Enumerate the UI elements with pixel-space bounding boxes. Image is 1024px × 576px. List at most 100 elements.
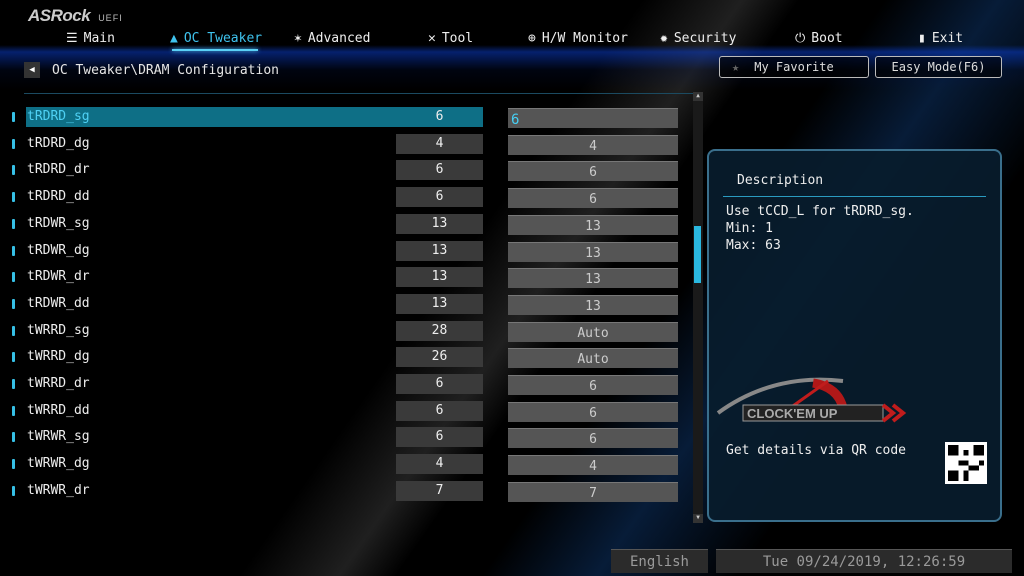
clockemup-logo: CLOCK'EM UP — [716, 377, 907, 423]
qr-code — [945, 442, 987, 484]
asrock-logo: ASRock UEFI — [28, 6, 123, 26]
row-marker — [12, 432, 15, 443]
tab-label: Advanced — [307, 31, 371, 46]
rocket-icon: ▲ — [170, 31, 178, 46]
datetime: Tue 09/24/2019, 12:26:59 — [716, 549, 1012, 573]
shield-icon: ✹ — [660, 31, 668, 46]
logo-sub: UEFI — [98, 13, 123, 23]
setting-input[interactable]: Auto — [508, 321, 678, 342]
row-marker — [12, 405, 15, 416]
setting-label: tRDRD_dg — [27, 135, 90, 151]
setting-label: tRDWR_dg — [27, 242, 90, 258]
current-value: 13 — [396, 213, 483, 234]
tab-boot[interactable]: ⏻Boot — [795, 31, 843, 46]
setting-label: tRDRD_dd — [27, 189, 90, 205]
row-marker — [12, 325, 15, 336]
setting-row[interactable]: tWRRD_sg 28 Auto — [0, 320, 690, 342]
setting-input[interactable]: 6 — [508, 108, 678, 128]
setting-label: tWRRD_sg — [27, 322, 90, 338]
setting-input[interactable]: 6 — [508, 161, 678, 182]
setting-row[interactable]: tWRRD_dd 6 6 — [0, 400, 690, 422]
language-button[interactable]: English — [611, 549, 708, 573]
setting-label: tWRRD_dd — [27, 402, 90, 418]
setting-label: tRDRD_sg — [27, 109, 90, 124]
tab-advanced[interactable]: ✶Advanced — [294, 31, 370, 46]
setting-label: tWRWR_dr — [27, 482, 90, 498]
setting-row[interactable]: tRDRD_sg 6 6 — [0, 107, 690, 128]
main-nav: ☰ Main ▲ OC Tweaker ✶Advanced ✕Tool ⊕H/W Monit… — [0, 31, 1024, 51]
list-icon: ☰ — [66, 31, 78, 46]
setting-input[interactable]: 13 — [508, 294, 678, 315]
tab-exit[interactable]: ▮ Exit — [918, 31, 963, 46]
setting-input[interactable]: Auto — [508, 348, 678, 369]
tab-tool[interactable]: ✕Tool — [428, 31, 473, 46]
tab-label: Exit — [931, 31, 964, 46]
setting-row[interactable]: tRDRD_dg 4 4 — [0, 133, 690, 155]
tab-label: Boot — [811, 31, 843, 46]
scroll-down-icon[interactable]: ▼ — [693, 514, 703, 523]
setting-row[interactable]: tRDWR_sg 13 13 — [0, 213, 690, 235]
setting-input[interactable]: 13 — [508, 268, 678, 289]
setting-input[interactable]: 4 — [508, 134, 678, 155]
current-value: 7 — [396, 480, 483, 501]
my-favorite-button[interactable]: ★ My Favorite — [719, 56, 869, 78]
easy-mode-button[interactable]: Easy Mode(F6) — [875, 56, 1002, 78]
tab-label: Main — [83, 31, 115, 46]
row-marker — [12, 379, 15, 389]
language-label: English — [629, 553, 689, 570]
divider — [24, 93, 694, 94]
current-value: 13 — [396, 267, 483, 288]
tab-oc-tweaker[interactable]: ▲ OC Tweaker — [170, 31, 263, 51]
back-button[interactable]: ◀ — [24, 62, 40, 78]
tab-h-w-monitor[interactable]: ⊕H/W Monitor — [528, 31, 628, 46]
clockemup-logo-text: CLOCK'EM UP — [747, 406, 838, 421]
setting-input[interactable]: 13 — [508, 241, 678, 262]
tab-security[interactable]: ✹ Security — [660, 31, 736, 46]
description-text: Use tCCD_L for tRDRD_sg. Min: 1 Max: 63 — [726, 204, 914, 253]
setting-label: tRDWR_dd — [27, 295, 90, 311]
setting-input[interactable]: 6 — [508, 401, 678, 422]
current-value: 6 — [396, 427, 483, 448]
setting-row[interactable]: tWRWR_dr 7 7 — [0, 480, 690, 502]
scrollbar[interactable]: ▲ ▼ — [693, 92, 703, 523]
setting-input[interactable]: 6 — [508, 375, 678, 395]
door-icon: ▮ — [918, 31, 926, 46]
tab-label: Security — [673, 31, 737, 46]
setting-input[interactable]: 4 — [508, 455, 678, 476]
row-marker — [12, 459, 15, 470]
current-value: 6 — [435, 109, 444, 124]
description-panel: Description Use tCCD_L for tRDRD_sg. Min… — [707, 149, 1002, 522]
easy-mode-label: Easy Mode(F6) — [891, 60, 986, 74]
current-value: 6 — [396, 400, 483, 421]
tab-label: OC Tweaker — [183, 31, 263, 46]
star-icon: ★ — [732, 60, 740, 74]
setting-label: tWRRD_dr — [27, 376, 90, 391]
scrollbar-thumb[interactable] — [694, 225, 701, 283]
qr-hint: Get details via QR code — [726, 443, 907, 458]
setting-label: tRDWR_sg — [27, 215, 90, 231]
scroll-up-icon[interactable]: ▲ — [693, 92, 703, 101]
row-marker — [12, 352, 15, 363]
setting-input[interactable]: 13 — [508, 214, 678, 235]
setting-input[interactable]: 6 — [508, 428, 678, 449]
row-marker — [12, 272, 15, 283]
tab-main[interactable]: ☰ Main — [66, 31, 115, 46]
setting-input[interactable]: 7 — [508, 481, 678, 502]
logo-brand: ASRock — [28, 6, 91, 25]
current-value: 13 — [396, 293, 483, 314]
current-value: 28 — [396, 320, 483, 341]
setting-label: tWRWR_dg — [27, 456, 90, 472]
my-favorite-label: My Favorite — [754, 60, 834, 74]
current-value: 4 — [396, 133, 483, 154]
setting-input[interactable]: 6 — [508, 188, 678, 209]
setting-row[interactable]: tRDWR_dd 13 13 — [0, 293, 690, 315]
current-value: 26 — [396, 347, 483, 368]
